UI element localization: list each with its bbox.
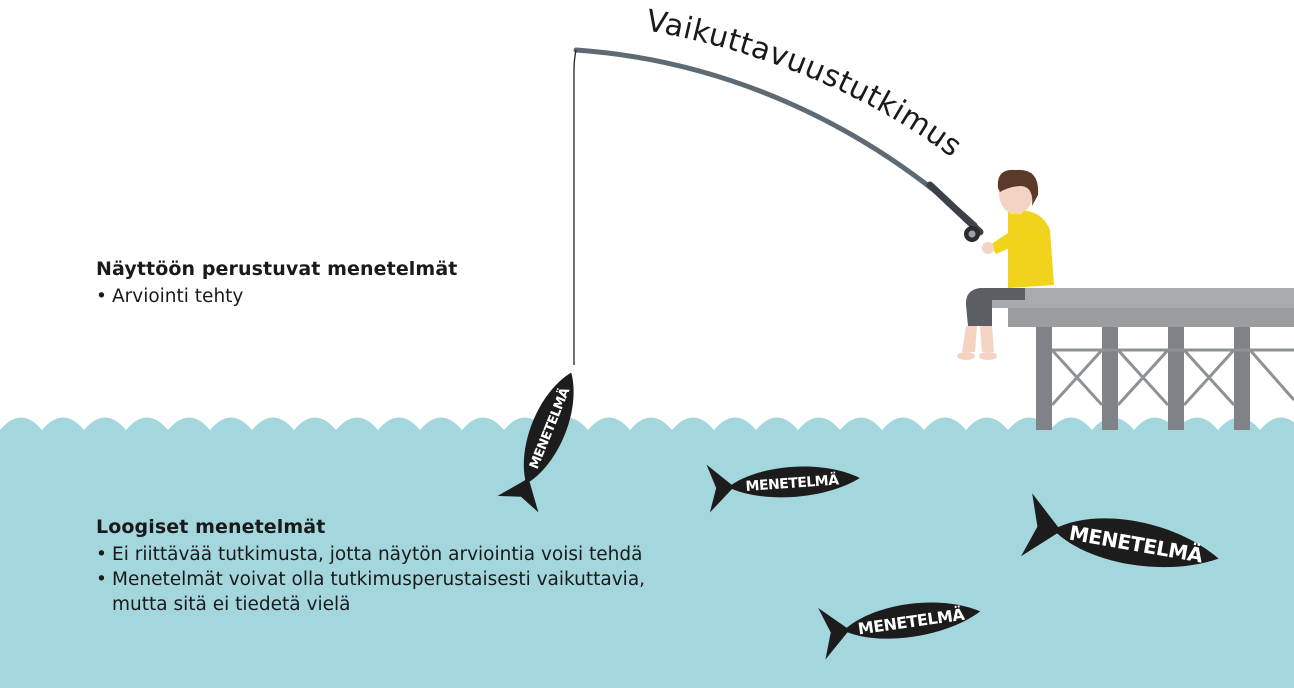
fish: MENETELMÄ	[706, 464, 860, 513]
evidence-based-heading: Näyttöön perustuvat menetelmät	[96, 258, 458, 280]
fishing-boy	[957, 169, 1054, 360]
fishing-line	[573, 49, 577, 365]
logical-methods-section: Loogiset menetelmät Ei riittävää tutkimu…	[96, 516, 816, 617]
evidence-based-section: Näyttöön perustuvat menetelmät Arviointi…	[96, 258, 457, 309]
list-item: Menetelmät voivat olla tutkimusperustais…	[96, 567, 816, 592]
fish-label: MENETELMÄ	[745, 471, 840, 494]
list-item: Ei riittävää tutkimusta, jotta näytön ar…	[96, 542, 816, 567]
logical-methods-heading: Loogiset menetelmät	[96, 516, 326, 538]
evidence-based-list: Arviointi tehty	[96, 284, 457, 309]
list-item: Arviointi tehty	[96, 284, 457, 309]
list-item-continuation: mutta sitä ei tiedetä vielä	[112, 594, 351, 615]
logical-methods-list: Ei riittävää tutkimusta, jotta näytön ar…	[96, 542, 816, 617]
pier	[992, 288, 1294, 430]
rod-label: Vaikuttavuustutkimus	[644, 3, 969, 164]
